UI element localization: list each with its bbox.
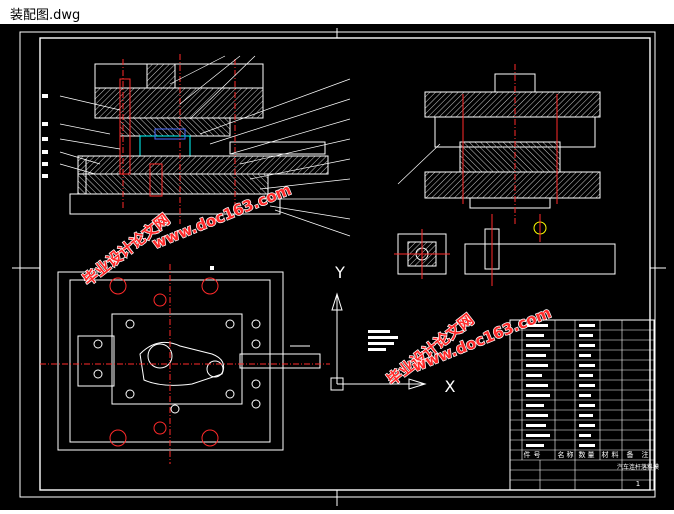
title-col-10: 注 [642,450,649,459]
title-col-6: 量 [588,451,595,459]
window-titlebar: 装配图.dwg [0,0,674,24]
ucs-axes: Y X [330,263,456,396]
window-title: 装配图.dwg [10,8,81,23]
title-col-5: 数 [579,450,586,459]
watermarks: 毕业设计论文网 www.doc163.com 毕业设计论文网 www.doc16… [79,180,555,390]
axis-y-label: Y [334,263,345,282]
sheet-frame [12,28,666,506]
title-col-2: 号 [534,451,541,459]
drawing-svg[interactable]: Y X [0,24,674,510]
title-col-1: 件 [524,450,531,459]
title-block: 件 号 名 称 数 量 材 料 备 注 汽车连杆落料模 1 [509,319,659,491]
title-col-9: 备 [627,450,634,459]
detail-view-right [464,214,616,286]
front-section-view [42,54,351,237]
plan-view [40,264,330,464]
detail-view-left [394,229,450,279]
sheet-number: 1 [636,480,640,488]
title-col-7: 材 [602,450,609,459]
drawing-name: 汽车连杆落料模 [617,463,659,471]
title-col-8: 料 [612,450,619,459]
side-section-view [397,64,601,224]
title-col-4: 称 [567,450,574,459]
drawing-canvas[interactable]: Y X [0,24,674,510]
title-col-3: 名 [558,450,565,459]
axis-x-label: X [445,377,456,396]
technical-notes [368,330,398,351]
